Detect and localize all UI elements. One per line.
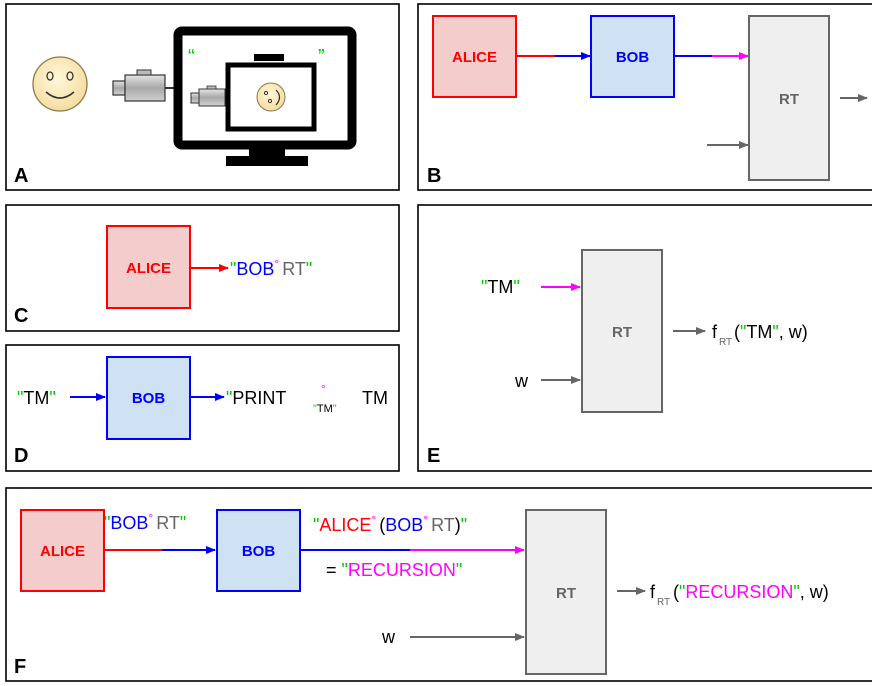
panel-label-f: F	[14, 656, 26, 678]
panel-f: ALICE "BOB°RT" BOB "ALICE°(BOB°RT)" = "R…	[5, 487, 872, 682]
rt-w-input: w	[381, 627, 396, 647]
panel-label-c: C	[14, 305, 28, 327]
bob-output-expression: "ALICE°(BOB°RT)"	[313, 513, 467, 535]
bob-input-expression: "TM"	[17, 388, 56, 408]
svg-text:RT: RT	[612, 324, 632, 341]
close-quote: ”	[318, 46, 325, 68]
video-camera-icon	[112, 69, 178, 102]
panel-e: "TM" RT w f RT ("TM", w) E	[417, 204, 872, 472]
panel-a: “ ” A	[5, 3, 400, 191]
monitor-icon	[173, 26, 357, 166]
alice-box: ALICE	[20, 509, 105, 592]
smiley-face-icon	[32, 56, 88, 112]
open-quote: “	[188, 46, 195, 68]
panel-label-e: E	[427, 445, 440, 467]
rt-box: RT	[581, 249, 663, 413]
bob-output-expression: "PRINT "TM" ° TM	[226, 382, 388, 415]
bob-box: BOB	[590, 15, 675, 98]
svg-text:°: °	[321, 382, 326, 396]
svg-text:("RECURSION", w): ("RECURSION", w)	[673, 582, 829, 602]
rt-program-input: "TM"	[481, 277, 520, 297]
rt-box: RT	[525, 509, 607, 675]
svg-text:f: f	[650, 582, 656, 602]
svg-text:RT: RT	[719, 337, 732, 348]
panel-d: "TM" BOB "PRINT "TM" ° TM D	[5, 344, 400, 472]
panel-label-b: B	[427, 165, 441, 187]
svg-text:BOB: BOB	[132, 390, 166, 407]
svg-text:RT: RT	[556, 585, 576, 602]
svg-text:"TM": "TM"	[313, 403, 337, 415]
rt-w-input: w	[514, 371, 529, 391]
alice-output-expression: "BOB°RT"	[104, 511, 186, 533]
svg-text:f: f	[712, 322, 718, 342]
recursion-equation: = "RECURSION"	[326, 560, 462, 580]
alice-output-expression: "BOB°RT"	[230, 257, 312, 279]
svg-text:ALICE: ALICE	[452, 49, 497, 66]
svg-text:ALICE: ALICE	[40, 543, 85, 560]
svg-text:BOB: BOB	[242, 543, 276, 560]
rt-output-expression: f RT ("TM", w)	[712, 322, 808, 348]
rt-output-expression: f RT ("RECURSION", w)	[650, 582, 829, 608]
panel-c: ALICE "BOB°RT" C	[5, 204, 400, 332]
rt-box: RT	[748, 15, 830, 181]
bob-box: BOB	[216, 509, 301, 592]
alice-box: ALICE	[432, 15, 517, 98]
svg-text:("TM", w): ("TM", w)	[734, 322, 808, 342]
svg-text:TM: TM	[362, 388, 388, 408]
panel-label-a: A	[14, 165, 28, 187]
panel-b: ALICE BOB RT B	[417, 3, 872, 191]
svg-text:"PRINT: "PRINT	[226, 388, 286, 408]
panel-label-d: D	[14, 445, 28, 467]
svg-text:BOB: BOB	[616, 49, 650, 66]
svg-text:RT: RT	[657, 597, 670, 608]
bob-box: BOB	[106, 356, 191, 440]
alice-box: ALICE	[106, 225, 191, 309]
svg-text:RT: RT	[779, 91, 799, 108]
svg-text:ALICE: ALICE	[126, 260, 171, 277]
